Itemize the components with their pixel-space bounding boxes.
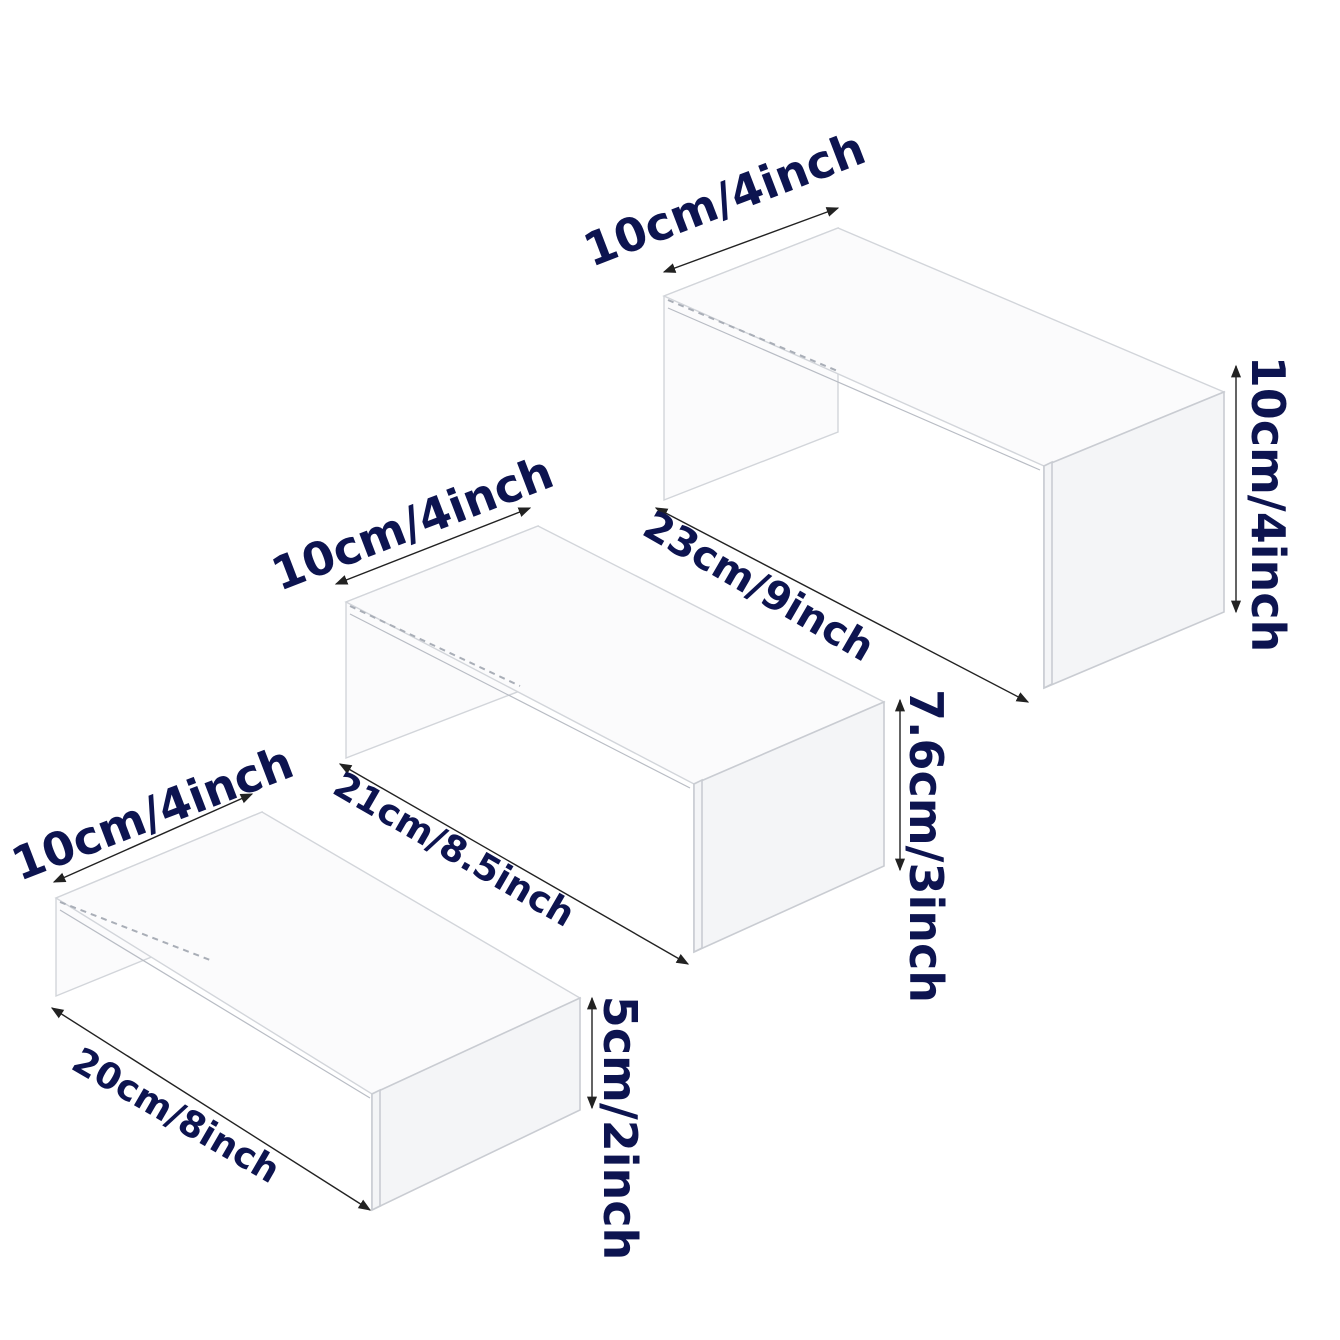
medium-riser-front-leg-edge [693, 778, 703, 954]
medium-depth-dimension-arrow [334, 507, 532, 585]
large-riser [662, 226, 1226, 690]
small-height-label: 5cm/2inch [593, 996, 647, 1261]
large-length-dimension-arrow [654, 507, 1030, 703]
large-depth-dimension-arrow [662, 207, 840, 273]
medium-height-label: 7.6cm/3inch [899, 689, 953, 1003]
large-riser-top-edge [667, 307, 1041, 471]
medium-length-dimension-arrow [338, 763, 690, 965]
small-length-label: 20cm/8inch [65, 1040, 286, 1192]
dimension-lines [50, 207, 1242, 1211]
medium-riser-top-edge-dash [349, 605, 521, 687]
small-riser-top-edge-dash [59, 901, 211, 961]
small-riser-front-leg-edge [371, 1088, 381, 1212]
small-length-dimension-arrow [50, 1007, 372, 1211]
small-depth-dimension-arrow [52, 793, 254, 883]
large-height-label: 10cm/4inch [1241, 356, 1295, 653]
medium-riser-top-edge [349, 613, 691, 789]
large-riser-front-leg-edge [1043, 460, 1053, 690]
large-riser-top-edge-dash [667, 299, 841, 373]
